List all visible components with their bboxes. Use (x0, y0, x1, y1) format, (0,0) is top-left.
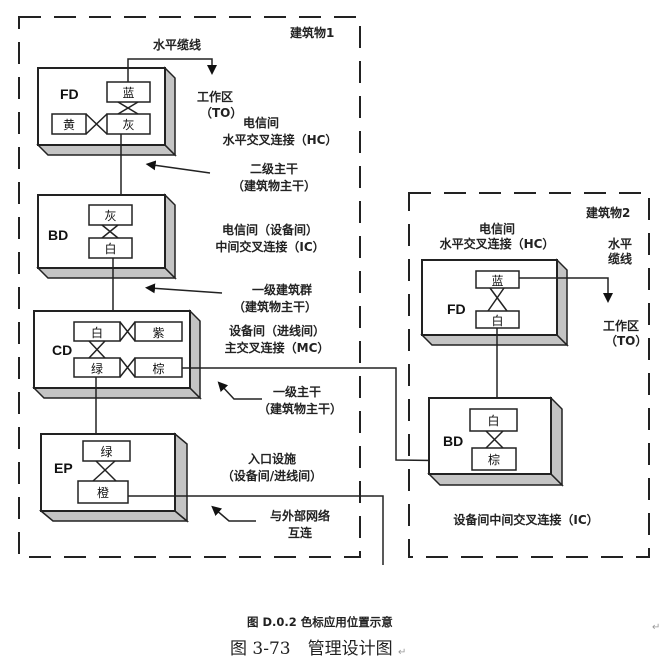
port-yellow (51, 113, 87, 135)
port-label-brown: 棕 (488, 452, 500, 467)
b2-work-area-code: （TO） (605, 333, 647, 348)
ep-code-label: EP (54, 460, 73, 476)
arrow-icon (217, 381, 262, 400)
port-label-orange: 橙 (97, 485, 109, 500)
cross-connect-icon (101, 224, 119, 239)
primary-backbone-label-1: 一级主干 (273, 384, 321, 399)
arrow-icon (211, 505, 256, 522)
port-gray (106, 113, 151, 135)
port-brown (471, 447, 517, 471)
b2-horizontal-cable-label-1: 水平 (608, 236, 632, 251)
port-label-gray: 灰 (122, 118, 134, 132)
b2-ic-label: 设备间中间交叉连接（IC） (453, 512, 598, 527)
external-label-line1: 与外部网络 (270, 508, 330, 523)
port-label-white: 白 (104, 241, 116, 256)
fd-code-label: FD (60, 86, 79, 102)
mc-label-line1: 设备间（进线间） (229, 323, 325, 338)
port-green (73, 357, 121, 378)
cross-connect-icon (85, 113, 108, 135)
mc-label-line2: 主交叉连接（MC） (225, 340, 330, 355)
secondary-backbone-label-2: （建筑物主干） (232, 178, 316, 193)
b2-fd-code-label: FD (447, 301, 466, 317)
port-label-yellow: 黄 (63, 118, 75, 132)
cross-connect-icon (119, 357, 136, 378)
arrow-icon (145, 283, 223, 294)
b2-bd-code-label: BD (443, 433, 463, 449)
b2-work-area-label: 工作区 (603, 318, 639, 333)
primary-backbone-label-2: （建筑物主干） (258, 401, 342, 416)
ic-label-line1: 电信间（设备间） (222, 222, 318, 237)
cross-connect-icon (487, 287, 508, 312)
ep-label-line1: 入口设施 (248, 451, 296, 466)
horizontal-cable-label: 水平缆线 (153, 37, 201, 52)
port-label-green: 绿 (91, 361, 103, 376)
building2-title: 建筑物2 (585, 205, 630, 220)
cd-unit-building1: CD 白 紫 绿 棕 (32, 309, 202, 400)
cross-connect-icon (88, 340, 106, 359)
fd-unit-building2: FD 蓝 白 (420, 258, 569, 347)
bd-code-label: BD (48, 227, 68, 243)
port-white (88, 237, 133, 259)
port-white (469, 408, 518, 432)
port-white (73, 321, 121, 342)
b2-horizontal-cable-label-2: 缆线 (608, 251, 632, 266)
hc-label-line1: 电信间 (243, 115, 279, 130)
port-label-purple: 紫 (152, 326, 164, 340)
arrow-icon (145, 160, 211, 174)
ep-unit-building1: EP 绿 橙 (38, 432, 190, 523)
cross-connect-icon (485, 430, 504, 449)
port-label-white: 白 (491, 313, 503, 328)
port-label-blue: 蓝 (491, 274, 503, 288)
b2-hc-label-line2: 水平交叉连接（HC） (440, 236, 555, 251)
port-blue (475, 270, 520, 289)
port-label-gray: 灰 (104, 209, 116, 223)
ic-label-line2: 中间交叉连接（IC） (215, 239, 324, 254)
paragraph-mark-icon: ↵ (652, 622, 660, 633)
building2-boundary (408, 192, 650, 558)
port-orange (77, 480, 129, 504)
b2-hc-label-line1: 电信间 (479, 221, 515, 236)
external-network-cable (128, 495, 384, 565)
campus-backbone-label-2: （建筑物主干） (233, 299, 317, 314)
secondary-backbone-label-1: 二级主干 (250, 161, 298, 176)
paragraph-mark-icon: ↵ (398, 647, 406, 658)
port-label-white: 白 (487, 413, 499, 428)
port-label-green: 绿 (100, 444, 112, 459)
port-label-blue: 蓝 (122, 86, 134, 100)
building1-boundary (18, 16, 361, 558)
b2-horizontal-cable-line (519, 277, 613, 303)
fd-unit-building1: FD 蓝 黄 灰 (36, 66, 177, 157)
building1-title: 建筑物1 (289, 25, 334, 40)
port-label-white: 白 (91, 325, 103, 340)
cross-connect-icon (119, 321, 136, 342)
external-label-line2: 互连 (288, 525, 313, 540)
port-gray (88, 204, 133, 226)
work-area-code: （TO） (200, 105, 242, 120)
horizontal-cable-line (127, 58, 217, 82)
cd-code-label: CD (52, 342, 72, 358)
port-label-brown: 棕 (152, 361, 164, 376)
hc-label-line2: 水平交叉连接（HC） (223, 132, 338, 147)
work-area-label: 工作区 (197, 89, 233, 104)
cross-connect-icon (117, 101, 139, 115)
ep-label-line2: （设备间/进线间） (222, 468, 322, 483)
port-green (82, 440, 131, 462)
bd-unit-building2: BD 白 棕 (427, 396, 564, 487)
bd-unit-building1: BD 灰 白 (36, 193, 177, 280)
port-purple (134, 321, 183, 342)
campus-backbone-label-1: 一级建筑群 (252, 282, 312, 297)
cross-connect-icon (92, 460, 117, 482)
main-caption: 图 3-73 管理设计图 (230, 639, 393, 659)
figure-caption: 图 D.0.2 色标应用位置示意 (247, 615, 393, 629)
